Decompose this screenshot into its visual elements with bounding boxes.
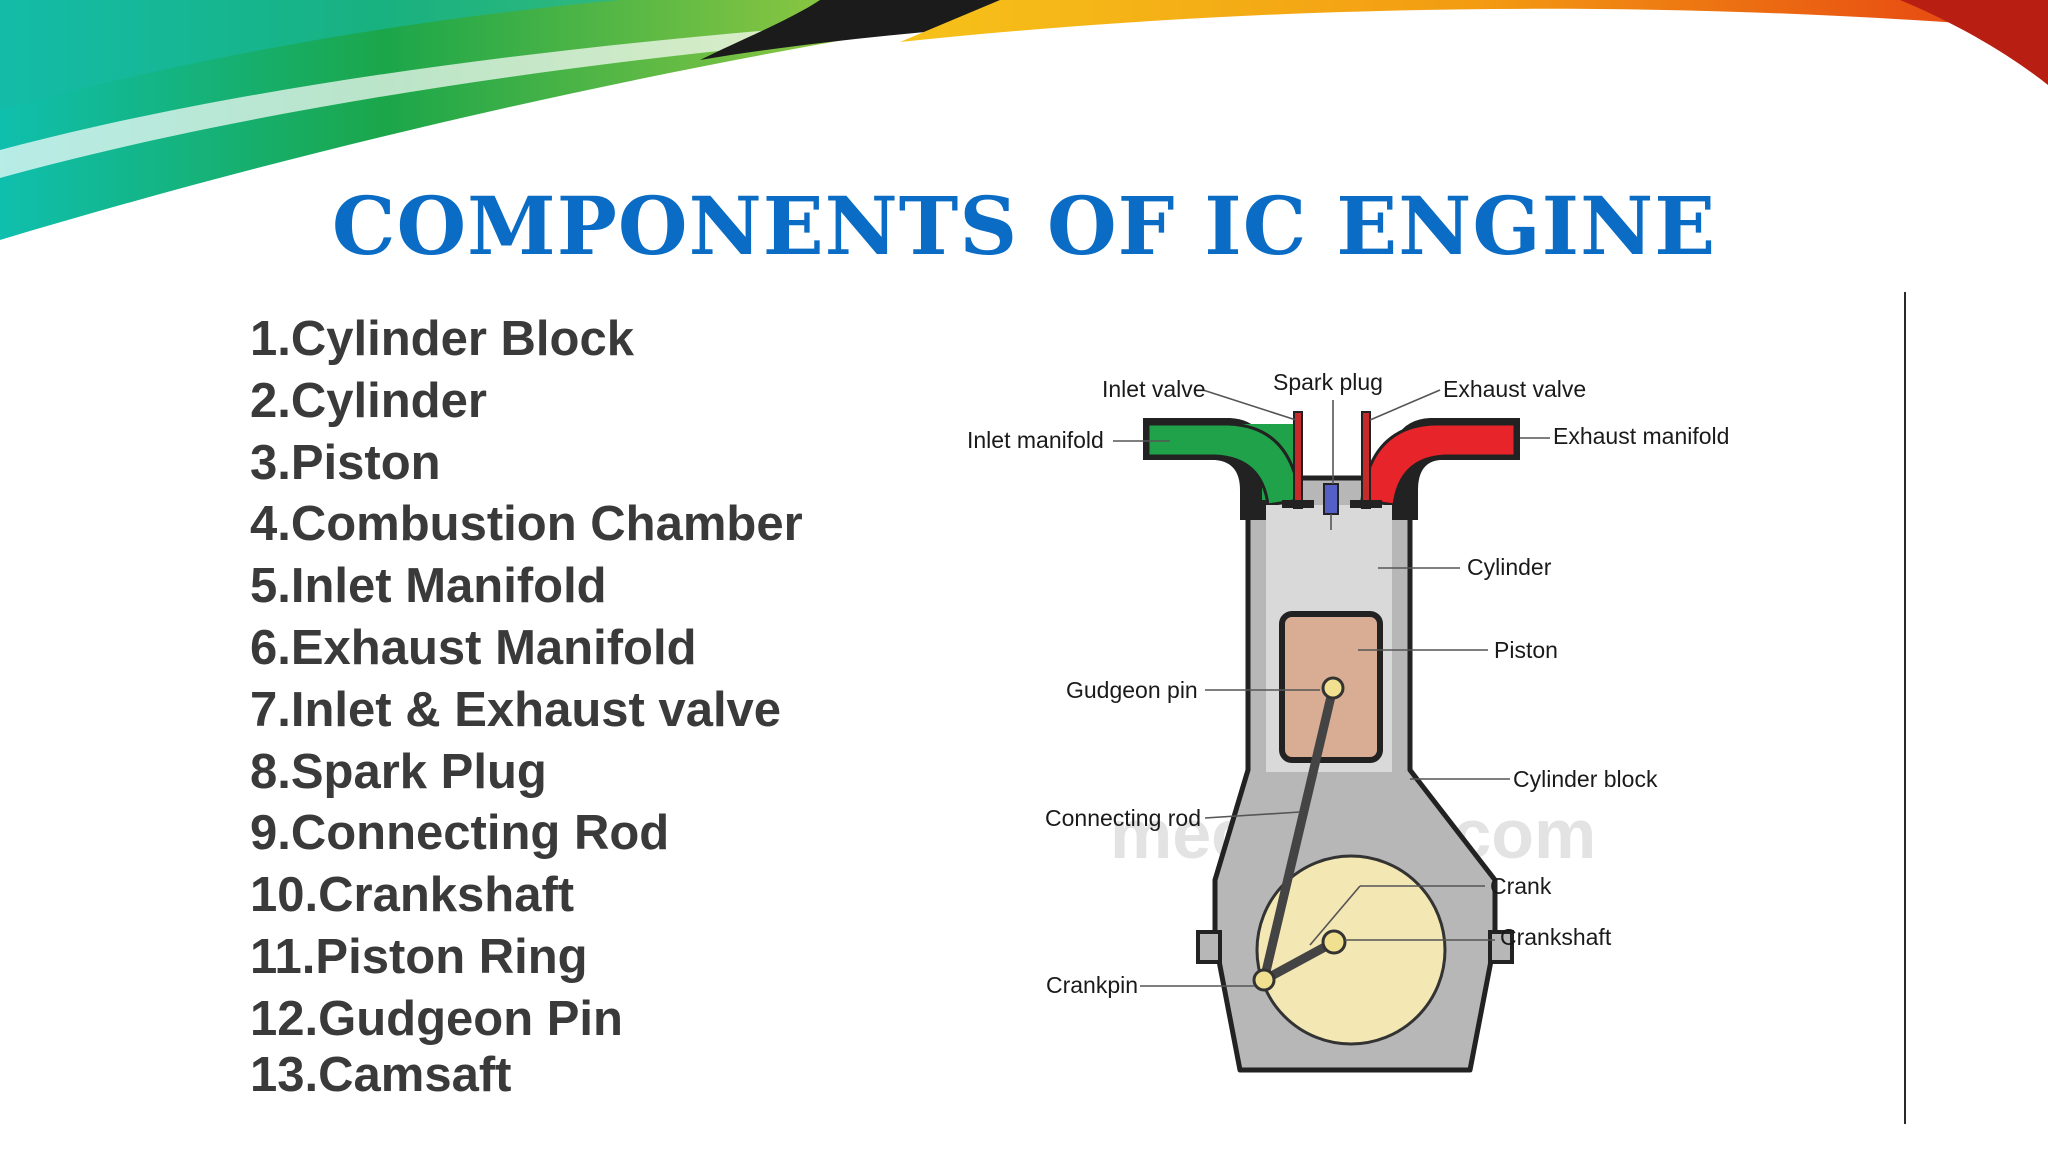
exhaust-valve-stem	[1361, 411, 1371, 509]
list-item: 11.Piston Ring	[250, 929, 588, 984]
label-spark-plug: Spark plug	[1273, 369, 1383, 395]
spark-plug	[1323, 483, 1339, 515]
connecting-rod	[1259, 683, 1338, 985]
divider-line	[1904, 292, 1906, 1124]
list-item: 8.Spark Plug	[250, 744, 547, 799]
label-gudgeon-pin: Gudgeon pin	[1066, 677, 1198, 703]
label-inlet-manifold: Inlet manifold	[967, 427, 1104, 453]
inlet-valve-head	[1282, 500, 1314, 508]
label-inlet-valve: Inlet valve	[1102, 376, 1206, 402]
exhaust-valve-head	[1350, 500, 1382, 508]
component-list: 1.Cylinder Block 2.Cylinder 3.Piston 4.C…	[250, 308, 803, 1105]
list-item: 12.Gudgeon Pin	[250, 991, 623, 1046]
label-crankshaft: Crankshaft	[1500, 924, 1612, 950]
list-item: 6.Exhaust Manifold	[250, 620, 697, 675]
label-cylinder: Cylinder	[1467, 554, 1552, 580]
list-item: 13.Camsaft	[250, 1047, 512, 1102]
gudgeon-pin	[1321, 676, 1345, 700]
label-crank: Crank	[1490, 873, 1552, 899]
label-exhaust-valve: Exhaust valve	[1443, 376, 1586, 402]
label-cylinder-block: Cylinder block	[1513, 766, 1658, 792]
exhaust-manifold	[1360, 422, 1517, 507]
list-item: 3.Piston	[250, 435, 441, 490]
crankpin	[1252, 968, 1276, 992]
crankshaft-boss-right	[1488, 930, 1514, 964]
list-item: 10.Crankshaft	[250, 868, 575, 923]
slide-title: COMPONENTS OF IC ENGINE	[331, 179, 1717, 273]
label-piston: Piston	[1494, 637, 1558, 663]
label-exhaust-manifold: Exhaust manifold	[1553, 423, 1729, 449]
decorative-swoosh	[0, 0, 2048, 240]
list-item: 5.Inlet Manifold	[250, 559, 607, 614]
list-item: 4.Combustion Chamber	[250, 497, 803, 552]
crankshaft-boss-left	[1196, 930, 1222, 964]
label-crankpin: Crankpin	[1046, 972, 1138, 998]
crankshaft	[1321, 929, 1347, 955]
list-item: 1.Cylinder Block	[250, 312, 634, 366]
crank-disc	[1255, 854, 1447, 1046]
list-item: 9.Connecting Rod	[250, 806, 670, 861]
crank-arm	[1259, 937, 1339, 985]
list-item: 7.Inlet & Exhaust valve	[250, 682, 782, 737]
label-connecting-rod: Connecting rod	[1045, 805, 1201, 831]
list-item: 2.Cylinder	[250, 373, 487, 428]
inlet-valve-stem	[1293, 411, 1303, 509]
